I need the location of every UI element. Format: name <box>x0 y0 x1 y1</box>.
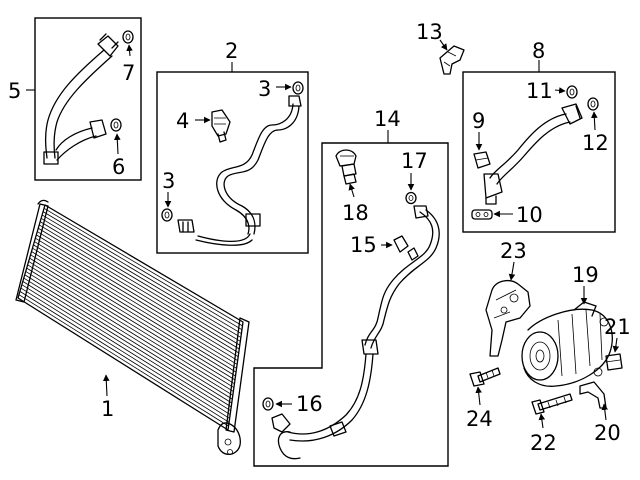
cap-part-15 <box>393 235 419 261</box>
o-ring-part-16 <box>262 397 274 411</box>
bracket-part-23 <box>485 279 531 357</box>
condenser-fin <box>18 294 229 427</box>
callout-22: 22 <box>530 431 557 455</box>
hose-part-5 <box>43 33 119 165</box>
o-ring-part-12 <box>587 97 599 111</box>
sensor-part-4 <box>211 109 231 143</box>
condenser-fin <box>43 207 243 327</box>
callout-14: 14 <box>374 107 401 131</box>
condenser-fin <box>26 267 234 396</box>
hose-2-group-box <box>156 71 309 254</box>
condenser-fin <box>22 281 231 412</box>
ac-line-part-14 <box>271 205 440 460</box>
callout-11: 11 <box>526 79 553 103</box>
callout-19: 19 <box>572 263 599 287</box>
condenser-fin <box>36 234 239 358</box>
bracket-part-20 <box>579 381 607 409</box>
condenser-fin <box>29 257 235 385</box>
o-ring-part-11 <box>566 85 578 99</box>
callout-3-lower: 3 <box>162 169 175 193</box>
condenser-fin <box>39 221 241 342</box>
callout-13: 13 <box>416 20 443 44</box>
callout-18: 18 <box>342 201 369 225</box>
condenser-fin <box>41 214 242 334</box>
condenser-fin <box>21 284 231 415</box>
callout-21: 21 <box>604 315 631 339</box>
hose-part-2 <box>177 95 302 246</box>
gasket-part-10 <box>471 209 493 220</box>
condenser-fin <box>27 264 234 392</box>
condenser-fin <box>24 274 232 404</box>
condenser-fin <box>39 224 240 346</box>
callout-6: 6 <box>112 155 125 179</box>
condenser-fin <box>20 287 230 419</box>
o-ring-part-6 <box>110 118 122 132</box>
callout-24: 24 <box>466 407 493 431</box>
compressor-part-19 <box>521 301 613 387</box>
condenser-fin <box>31 251 236 377</box>
callout-12: 12 <box>582 131 609 155</box>
bracket-part-13 <box>439 45 465 75</box>
condenser-fin <box>35 237 238 361</box>
callout-20: 20 <box>594 421 621 445</box>
callout-15: 15 <box>350 233 377 257</box>
callout-3-upper: 3 <box>258 77 271 101</box>
callout-16: 16 <box>296 392 323 416</box>
condenser-fin <box>23 277 232 408</box>
hose-5-group-box <box>34 17 142 181</box>
callout-4: 4 <box>176 109 189 133</box>
condenser-fin <box>19 291 230 423</box>
callout-2: 2 <box>225 39 238 63</box>
o-ring-part-3-upper <box>292 81 304 95</box>
valve-part-9 <box>473 151 491 169</box>
o-ring-part-3-lower <box>161 208 173 222</box>
valve-core-part-18 <box>335 149 357 185</box>
o-ring-part-17 <box>405 191 417 205</box>
hose-part-8 <box>483 103 583 205</box>
o-ring-part-7 <box>122 30 134 44</box>
cap-part-21 <box>605 353 623 371</box>
condenser-fin <box>37 231 239 354</box>
callout-8: 8 <box>532 39 545 63</box>
callout-numbers: 1 2 3 3 4 5 6 7 8 9 10 11 12 13 14 15 16… <box>8 20 631 455</box>
bolt-part-24 <box>469 367 501 387</box>
condenser-fin <box>42 211 243 331</box>
callout-7: 7 <box>122 61 135 85</box>
condenser-fin <box>34 241 238 365</box>
condenser-part-1 <box>15 199 250 455</box>
line-14-group-box <box>253 142 449 467</box>
callout-5: 5 <box>8 79 21 103</box>
condenser-fin <box>33 244 237 369</box>
bolt-part-22 <box>531 393 573 415</box>
callout-10: 10 <box>516 203 543 227</box>
condenser-fin <box>38 227 240 350</box>
condenser-fin <box>32 247 237 373</box>
condenser-fin <box>40 217 242 338</box>
callout-17: 17 <box>401 149 428 173</box>
callout-9: 9 <box>472 109 485 133</box>
callout-1: 1 <box>101 397 114 421</box>
condenser-fin <box>30 254 236 381</box>
leader-lines <box>26 39 620 429</box>
callout-23: 23 <box>500 239 527 263</box>
condenser-fin <box>28 261 235 388</box>
condenser-fin <box>25 271 233 400</box>
